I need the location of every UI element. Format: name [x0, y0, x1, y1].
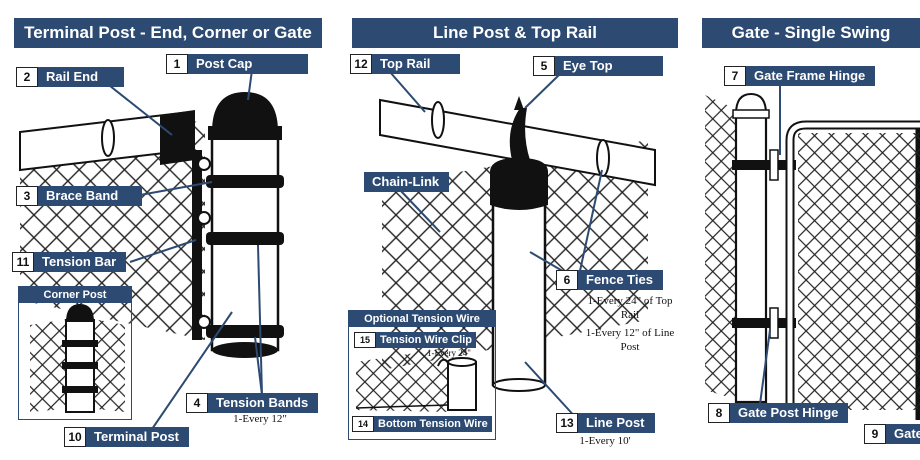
label-number: 13: [556, 413, 578, 433]
label-text: Gate: [886, 424, 920, 444]
label-tension-bands: 4 Tension Bands: [186, 393, 319, 413]
label-text: Terminal Post: [86, 427, 190, 447]
label-brace-band: 3 Brace Band: [16, 186, 143, 206]
corner-post-title: Corner Post: [19, 287, 131, 303]
label-tension-wire-clip: 15 Tension Wire Clip: [354, 332, 476, 348]
tension-wire-title: Optional Tension Wire: [349, 311, 495, 327]
label-number: 2: [16, 67, 38, 87]
label-text: Tension Bar: [34, 252, 127, 272]
label-text: Rail End: [38, 67, 125, 87]
label-text: Tension Wire Clip: [376, 332, 476, 348]
label-number: 6: [556, 270, 578, 290]
label-gate-post-hinge: 8 Gate Post Hinge: [708, 403, 849, 423]
label-number: 11: [12, 252, 34, 272]
note-tension-bands: 1-Every 12": [233, 413, 287, 425]
label-text: Eye Top: [555, 56, 663, 76]
corner-post-inset: Corner Post: [18, 286, 132, 420]
label-tension-bar: 11 Tension Bar: [12, 252, 127, 272]
section-header-line: Line Post & Top Rail: [352, 18, 678, 48]
label-text: Tension Bands: [208, 393, 319, 413]
label-number: 5: [533, 56, 555, 76]
terminal-post-illustration: [19, 69, 284, 433]
label-post-cap: 1 Post Cap: [166, 54, 309, 74]
note-clip: 1-Every 24": [427, 348, 471, 358]
section-header-gate: Gate - Single Swing: [702, 18, 920, 48]
section-header-terminal: Terminal Post - End, Corner or Gate: [14, 18, 322, 48]
label-text: Bottom Tension Wire: [374, 416, 492, 432]
label-number: 3: [16, 186, 38, 206]
label-chain-link: Chain-Link: [364, 172, 450, 192]
label-text: Post Cap: [188, 54, 309, 74]
tension-wire-inset: Optional Tension Wire: [348, 310, 496, 440]
label-gate-frame-hinge: 7 Gate Frame Hinge: [724, 66, 876, 86]
label-bottom-tension-wire: 14 Bottom Tension Wire: [352, 416, 492, 432]
label-text: Brace Band: [38, 186, 143, 206]
label-fence-ties: 6 Fence Ties: [556, 270, 663, 290]
label-terminal-post: 10 Terminal Post: [64, 427, 190, 447]
note-line-post: 1-Every 10': [579, 435, 631, 447]
label-text: Line Post: [578, 413, 655, 433]
label-text: Chain-Link: [364, 172, 450, 192]
label-eye-top: 5 Eye Top: [533, 56, 663, 76]
label-number: 7: [724, 66, 746, 86]
label-text: Gate Post Hinge: [730, 403, 849, 423]
label-top-rail: 12 Top Rail: [350, 54, 461, 74]
label-gate: 9 Gate: [864, 424, 920, 444]
corner-post-inset-drawing: [30, 304, 125, 413]
label-number: 15: [354, 332, 376, 348]
label-number: 8: [708, 403, 730, 423]
label-number: 14: [352, 416, 374, 432]
label-number: 4: [186, 393, 208, 413]
label-number: 9: [864, 424, 886, 444]
label-number: 1: [166, 54, 188, 74]
note-fence-ties-rail: 1-Every 24" of Top Rail: [587, 295, 673, 321]
label-line-post: 13 Line Post: [556, 413, 655, 433]
tension-wire-inset-drawing: [355, 348, 477, 412]
label-text: Fence Ties: [578, 270, 663, 290]
label-text: Top Rail: [372, 54, 461, 74]
label-rail-end: 2 Rail End: [16, 67, 125, 87]
label-number: 10: [64, 427, 86, 447]
label-text: Gate Frame Hinge: [746, 66, 876, 86]
note-fence-ties-post: 1-Every 12" of Line Post: [585, 327, 675, 353]
gate-illustration: [705, 84, 920, 420]
label-number: 12: [350, 54, 372, 74]
